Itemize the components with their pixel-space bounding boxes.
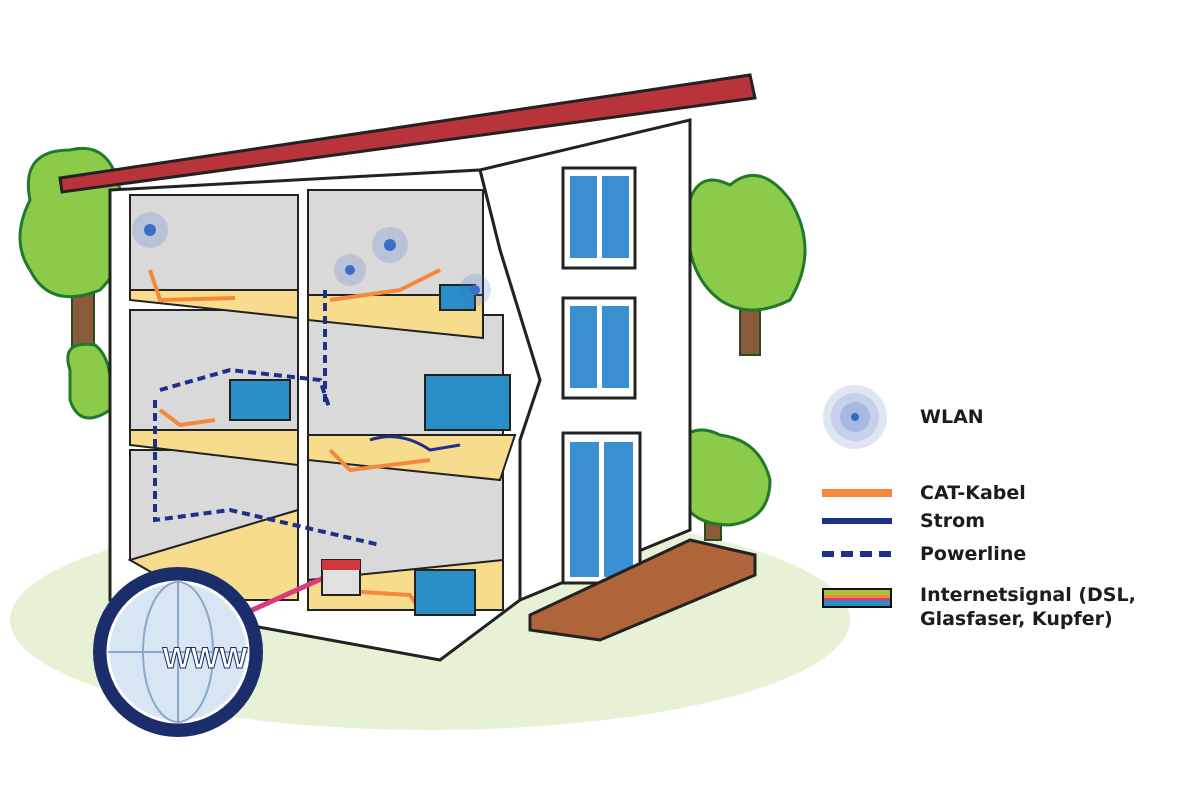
- powerline-cables: [153, 290, 381, 547]
- legend-item-wlan: WLAN: [822, 372, 984, 462]
- monitor: [424, 374, 511, 431]
- legend-label: Internetsignal (DSL,: [920, 584, 1136, 606]
- window: [561, 166, 637, 270]
- tree-right: [686, 174, 807, 356]
- legend-item-powerline: Powerline: [822, 543, 1026, 565]
- legend-item-cat: CAT-Kabel: [822, 482, 1026, 504]
- wooden-deck: [528, 538, 757, 642]
- cat-cable-swatch: [822, 489, 892, 497]
- patio-door: [561, 431, 642, 585]
- legend-item-internet: Internetsignal (DSL, Glasfaser, Kupfer): [822, 584, 1136, 630]
- internet-signal-swatch: [822, 588, 892, 608]
- wifi-signal-icon: [823, 385, 887, 449]
- legend-label: Strom: [920, 510, 985, 532]
- legend-label: CAT-Kabel: [920, 482, 1026, 504]
- globe-label: WWW: [163, 642, 249, 675]
- powerline-swatch: [822, 551, 892, 557]
- legend-label: Glasfaser, Kupfer): [920, 608, 1113, 630]
- wifi-signal: [132, 212, 491, 306]
- strom-cables: [369, 435, 461, 452]
- legend-label: WLAN: [920, 406, 984, 428]
- window: [561, 296, 637, 400]
- cat-cables: [148, 268, 441, 612]
- router: [321, 559, 361, 596]
- laptop: [439, 284, 476, 311]
- legend-label: Powerline: [920, 543, 1027, 565]
- monitor: [414, 569, 476, 616]
- monitor: [229, 379, 291, 421]
- globe-www: WWW: [93, 567, 263, 737]
- strom-swatch: [822, 518, 892, 524]
- roof: [58, 73, 757, 194]
- tree-front-right: [669, 428, 772, 541]
- legend-item-strom: Strom: [822, 510, 985, 532]
